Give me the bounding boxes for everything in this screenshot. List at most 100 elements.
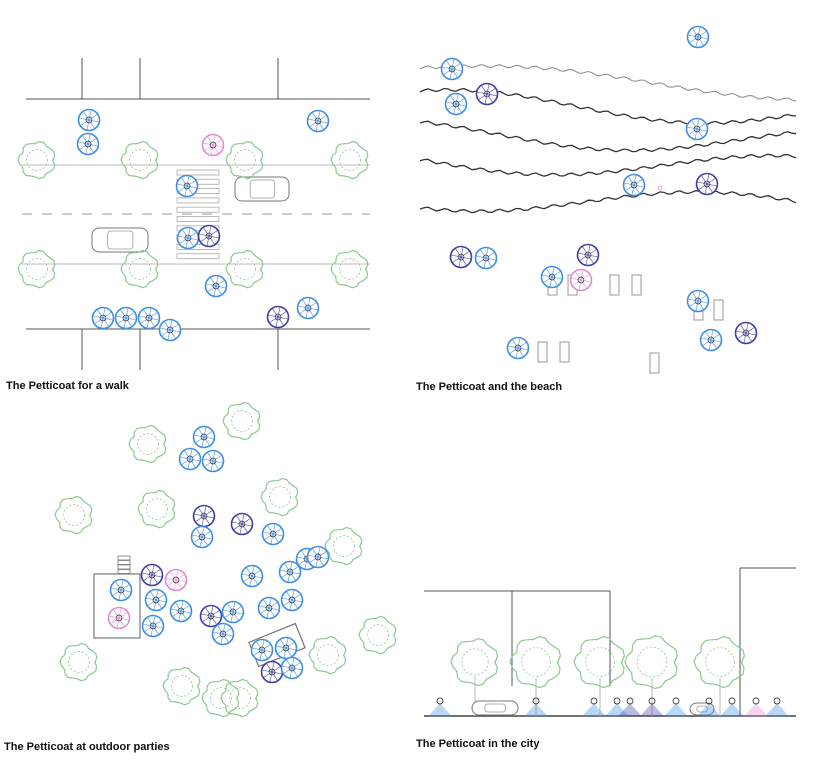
panel-beach: The Petticoat and the beach xyxy=(414,0,828,400)
petticoat-umbrella-icon xyxy=(114,306,138,330)
tree-icon xyxy=(450,637,499,687)
tree-icon xyxy=(308,635,347,675)
petticoat-umbrella-icon xyxy=(280,656,304,680)
petticoat-umbrella-icon xyxy=(699,328,723,352)
city-section-drawing xyxy=(424,567,796,717)
petticoat-umbrella-icon xyxy=(190,525,214,549)
tree-icon xyxy=(137,489,176,529)
tree-icon xyxy=(260,477,299,517)
petticoat-umbrella-icon xyxy=(280,588,304,612)
tree-icon xyxy=(358,615,397,655)
petticoat-umbrella-icon xyxy=(686,289,710,313)
petticoat-umbrella-icon xyxy=(719,697,745,717)
petticoat-umbrella-icon xyxy=(444,92,468,116)
car-icon xyxy=(91,227,149,253)
petticoat-umbrella-icon xyxy=(192,504,216,528)
petticoat-umbrella-icon xyxy=(274,636,298,660)
petticoat-umbrella-icon xyxy=(257,596,281,620)
petticoat-umbrella-icon xyxy=(306,545,330,569)
petticoat-umbrella-icon xyxy=(141,614,165,638)
caption-beach: The Petticoat and the beach xyxy=(416,381,563,393)
tree-icon xyxy=(17,249,56,289)
petticoat-umbrella-icon xyxy=(474,246,498,270)
tree-icon xyxy=(220,678,259,718)
petticoat-umbrella-icon xyxy=(686,25,710,49)
petticoat-umbrella-icon xyxy=(260,660,284,684)
petticoat-umbrella-icon xyxy=(296,296,320,320)
tree-icon xyxy=(162,666,201,706)
petticoat-umbrella-icon xyxy=(176,226,200,250)
tree-icon xyxy=(573,635,626,689)
petticoat-umbrella-icon xyxy=(107,606,131,630)
tree-icon xyxy=(624,635,678,690)
petticoat-umbrella-icon xyxy=(197,224,221,248)
caption-walk: The Petticoat for a walk xyxy=(6,380,129,392)
party-plan-drawing xyxy=(54,401,397,718)
tree-icon xyxy=(693,635,746,689)
petticoat-umbrella-icon xyxy=(639,697,665,717)
panel-city: The Petticoat in the city xyxy=(414,400,828,768)
beach-plan-drawing xyxy=(419,25,797,374)
petticoat-umbrella-icon xyxy=(427,697,453,717)
petticoat-umbrella-icon xyxy=(663,697,689,717)
petticoat-umbrella-icon xyxy=(109,578,133,602)
petticoat-umbrella-icon xyxy=(240,564,264,588)
petticoat-umbrella-icon xyxy=(76,132,100,156)
petticoat-umbrella-icon xyxy=(204,274,228,298)
petticoat-umbrella-icon xyxy=(201,133,225,157)
petticoat-umbrella-icon xyxy=(449,245,473,269)
petticoat-umbrella-icon xyxy=(91,306,115,330)
car-icon xyxy=(234,176,290,202)
tree-icon xyxy=(120,249,159,289)
petticoat-umbrella-icon xyxy=(137,306,161,330)
petticoat-umbrella-icon xyxy=(440,57,464,81)
petticoat-umbrella-icon xyxy=(576,243,600,267)
petticoat-umbrella-icon xyxy=(261,522,285,546)
petticoat-umbrella-icon xyxy=(164,568,188,592)
petticoat-umbrella-icon xyxy=(540,265,564,289)
tree-icon xyxy=(509,635,562,689)
petticoat-umbrella-icon xyxy=(743,697,769,717)
tree-icon xyxy=(17,140,56,180)
petticoat-umbrella-icon xyxy=(685,117,709,141)
petticoat-umbrella-icon xyxy=(306,109,330,133)
caption-city: The Petticoat in the city xyxy=(416,738,540,750)
petticoat-umbrella-icon xyxy=(734,321,758,345)
petticoat-umbrella-icon xyxy=(211,622,235,646)
petticoat-umbrella-icon xyxy=(622,173,646,197)
petticoat-umbrella-icon xyxy=(178,447,202,471)
petticoat-umbrella-icon xyxy=(604,697,630,717)
petticoat-umbrella-icon xyxy=(201,449,225,473)
petticoat-umbrella-icon xyxy=(221,600,245,624)
caption-party: The Petticoat at outdoor parties xyxy=(4,741,170,753)
petticoat-umbrella-icon xyxy=(764,697,790,717)
petticoat-umbrella-icon xyxy=(140,563,164,587)
petticoat-umbrella-icon xyxy=(266,305,290,329)
petticoat-umbrella-icon xyxy=(77,108,101,132)
tree-icon xyxy=(59,642,98,682)
petticoat-umbrella-icon xyxy=(192,425,216,449)
petticoat-umbrella-icon xyxy=(581,697,607,717)
petticoat-umbrella-icon xyxy=(144,588,168,612)
petticoat-umbrella-icon xyxy=(696,697,722,717)
petticoat-umbrella-icon xyxy=(175,174,199,198)
tree-icon xyxy=(222,401,261,441)
petticoat-umbrella-icon xyxy=(695,172,719,196)
panel-walk: The Petticoat for a walk xyxy=(0,0,414,400)
petticoat-umbrella-icon xyxy=(158,318,182,342)
tree-icon xyxy=(324,526,363,566)
tree-icon xyxy=(225,249,264,289)
petticoat-umbrella-icon xyxy=(278,560,302,584)
petticoat-umbrella-icon xyxy=(169,599,193,623)
walk-plan-drawing xyxy=(17,58,370,370)
petticoat-umbrella-icon xyxy=(199,604,223,628)
petticoat-umbrella-icon xyxy=(617,697,643,717)
tree-icon xyxy=(330,140,369,180)
tree-icon xyxy=(120,140,159,180)
car-icon xyxy=(471,700,519,716)
panel-party: The Petticoat at outdoor parties xyxy=(0,400,414,768)
car-icon xyxy=(689,702,715,716)
petticoat-umbrella-icon xyxy=(250,638,274,662)
petticoat-umbrella-icon xyxy=(475,82,499,106)
petticoat-umbrella-icon xyxy=(230,512,254,536)
